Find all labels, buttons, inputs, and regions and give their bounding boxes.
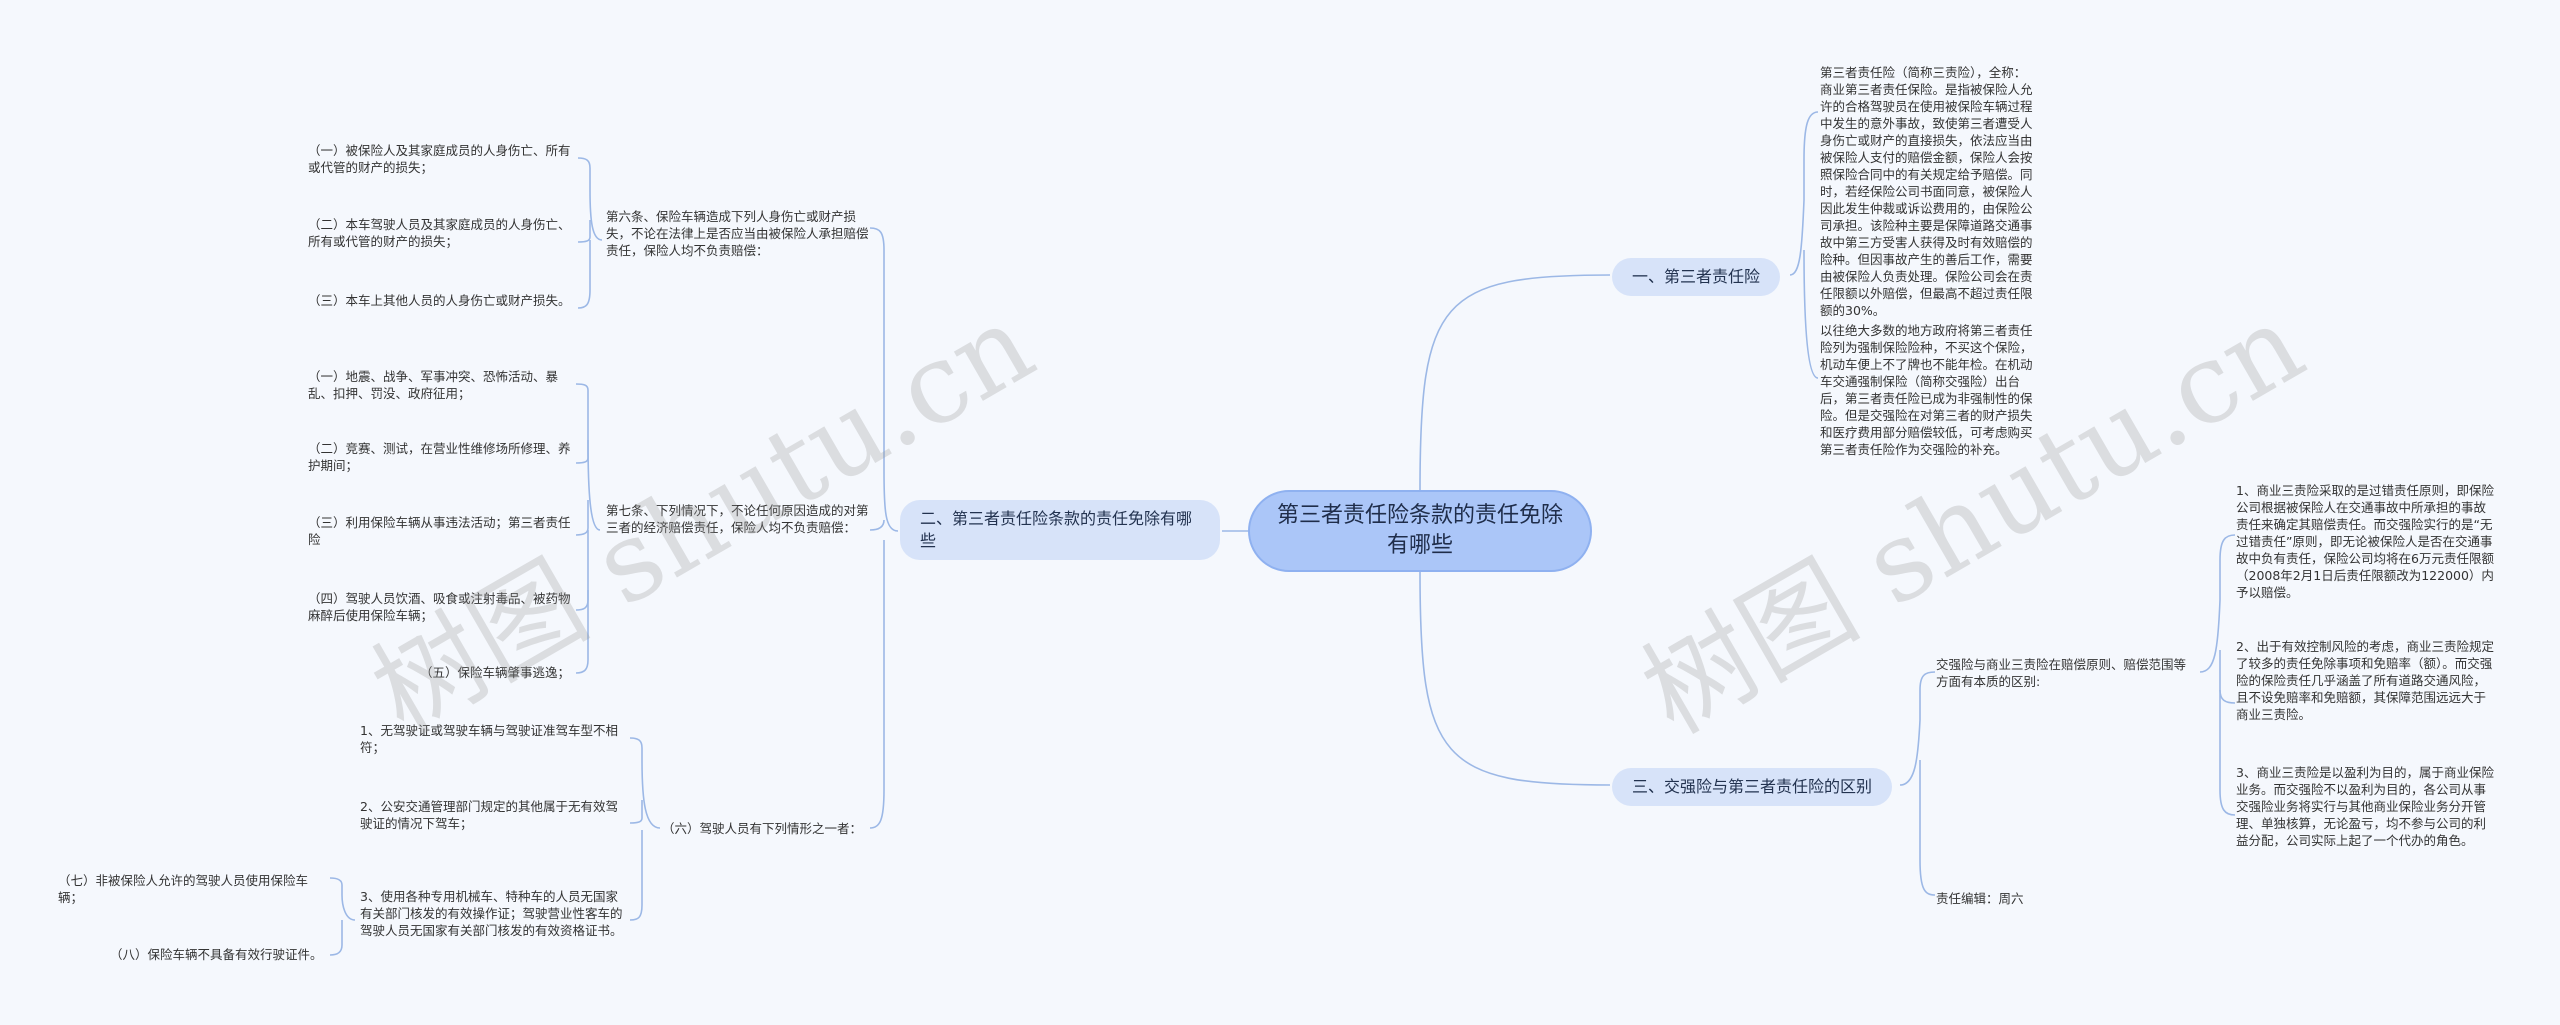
article6-text: 第六条、保险车辆造成下列人身伤亡或财产损失，不论在法律上是否应当由被保险人承担赔…	[606, 209, 869, 258]
root-label: 第三者责任险条款的责任免除有哪些	[1276, 503, 1563, 558]
article7-item-8: （八）保险车辆不具备有效行驶证件。	[110, 947, 323, 962]
b3-difference-1: 1、商业三责险采取的是过错责任原则，即保险公司根据被保险人在交通事故中所承担的事…	[2236, 483, 2494, 600]
article7-item-5: （五）保险车辆肇事逃逸；	[420, 665, 571, 680]
branch-third-party-insurance[interactable]: 一、第三者责任险	[1612, 258, 1781, 296]
b3-difference-3: 3、商业三责险是以盈利为目的，属于商业保险业务。而交强险不以盈利为目的，各公司从…	[2236, 765, 2494, 848]
branch-compulsory-vs-third-party[interactable]: 三、交强险与第三者责任险的区别	[1612, 768, 1893, 806]
article7-text: 第七条、下列情况下，不论任何原因造成的对第三者的经济赔偿责任，保险人均不负责赔偿…	[606, 503, 869, 535]
item6-sub-3: 3、使用各种专用机械车、特种车的人员无国家有关部门核发的有效操作证；驾驶营业性客…	[360, 889, 623, 938]
article7-item-2: （二）竞赛、测试，在营业性维修场所修理、养护期间；	[308, 441, 571, 473]
branch-label: 三、交强险与第三者责任险的区别	[1632, 777, 1873, 796]
article7-item-4: （四）驾驶人员饮酒、吸食或注射毒品、被药物麻醉后使用保险车辆；	[308, 591, 571, 623]
article7-item-6: （六）驾驶人员有下列情形之一者：	[662, 821, 863, 836]
article7-item-1: （一）地震、战争、军事冲突、恐怖活动、暴乱、扣押、罚没、政府征用；	[308, 369, 559, 401]
article6-item-1: （一）被保险人及其家庭成员的人身伤亡、所有或代管的财产的损失；	[308, 143, 571, 175]
b1-definition-text: 第三者责任险（简称三责险），全称：商业第三者责任保险。是指被保险人允许的合格驾驶…	[1820, 65, 2033, 318]
editor-credit: 责任编辑：周六	[1936, 891, 2024, 906]
root-node[interactable]: 第三者责任险条款的责任免除有哪些	[1248, 490, 1592, 572]
branch-label: 二、第三者责任险条款的责任免除有哪些	[920, 509, 1193, 550]
b1-history-text: 以往绝大多数的地方政府将第三者责任险列为强制保险险种，不买这个保险，机动车便上不…	[1820, 323, 2033, 457]
article6-item-3: （三）本车上其他人员的人身伤亡或财产损失。	[308, 293, 571, 308]
article7-item-7: （七）非被保险人允许的驾驶人员使用保险车辆；	[58, 873, 309, 905]
article7-item-3: （三）利用保险车辆从事违法活动；第三者责任险	[308, 515, 571, 547]
article6-item-2: （二）本车驾驶人员及其家庭成员的人身伤亡、所有或代管的财产的损失；	[308, 217, 571, 249]
b3-difference-2: 2、出于有效控制风险的考虑，商业三责险规定了较多的责任免除事项和免赔率（额）。而…	[2236, 639, 2494, 722]
branch-label: 一、第三者责任险	[1632, 267, 1761, 286]
item6-sub-2: 2、公安交通管理部门规定的其他属于无有效驾驶证的情况下驾车；	[360, 799, 618, 831]
b3-intro-text: 交强险与商业三责险在赔偿原则、赔偿范围等方面有本质的区别:	[1936, 657, 2187, 689]
branch-liability-exclusions[interactable]: 二、第三者责任险条款的责任免除有哪些	[900, 500, 1220, 560]
item6-sub-1: 1、无驾驶证或驾驶车辆与驾驶证准驾车型不相符；	[360, 723, 618, 755]
